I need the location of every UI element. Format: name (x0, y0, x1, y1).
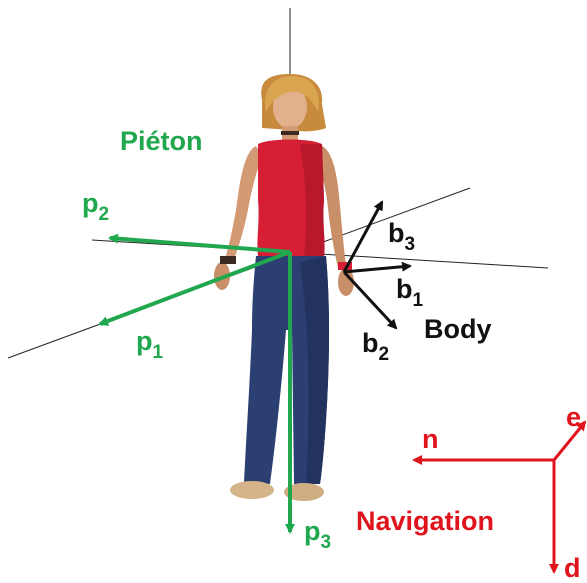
right-arm (316, 146, 346, 268)
p3-base: p (304, 516, 321, 546)
p1-arrow (98, 250, 291, 326)
p3-label: p3 (304, 516, 331, 553)
labels: Piéton p2 p1 p3 b3 b1 b2 Body n e d Navi… (82, 126, 581, 583)
b2-arrow (342, 270, 398, 330)
navigation-e-label: e (566, 402, 581, 432)
hair-front (265, 76, 319, 112)
e-arrow (552, 420, 587, 461)
choker (281, 131, 299, 135)
pedestrian-frame (98, 233, 295, 534)
jeans-shade (300, 256, 329, 484)
p3-sub: 3 (321, 532, 332, 553)
p2-sub: 2 (99, 204, 110, 225)
body-frame (342, 200, 412, 330)
b1-label: b1 (396, 274, 424, 311)
left-wristband (220, 256, 236, 264)
p1-sub: 1 (153, 342, 164, 363)
p2-base: p (82, 188, 99, 218)
b3-arrow (342, 200, 384, 273)
b2-label: b2 (362, 328, 389, 365)
b2-base: b (362, 328, 379, 358)
p1-label: p1 (136, 326, 164, 363)
b2-sub: 2 (379, 344, 390, 365)
right-hand (338, 268, 354, 296)
b1-arrow (343, 261, 412, 274)
p2-label: p2 (82, 188, 109, 225)
p1-base: p (136, 326, 153, 356)
b3-base: b (388, 218, 405, 248)
b1-sub: 1 (413, 290, 424, 311)
pedestrian-title: Piéton (120, 126, 203, 156)
shirt-shade (300, 144, 325, 256)
pedestrian-figure (214, 74, 354, 501)
b3-sub: 3 (405, 234, 416, 255)
left-arm (224, 146, 262, 264)
navigation-n-label: n (422, 424, 439, 454)
b3-label: b3 (388, 218, 415, 255)
right-shoe (284, 483, 324, 501)
face (273, 85, 307, 129)
p2-arrow (108, 233, 291, 254)
body-title: Body (424, 314, 492, 344)
navigation-title: Navigation (356, 506, 494, 536)
navigation-d-label: d (564, 553, 581, 583)
right-wristband (338, 262, 352, 270)
navigation-frame (412, 420, 587, 574)
b1-base: b (396, 274, 413, 304)
left-shoe (230, 481, 274, 499)
